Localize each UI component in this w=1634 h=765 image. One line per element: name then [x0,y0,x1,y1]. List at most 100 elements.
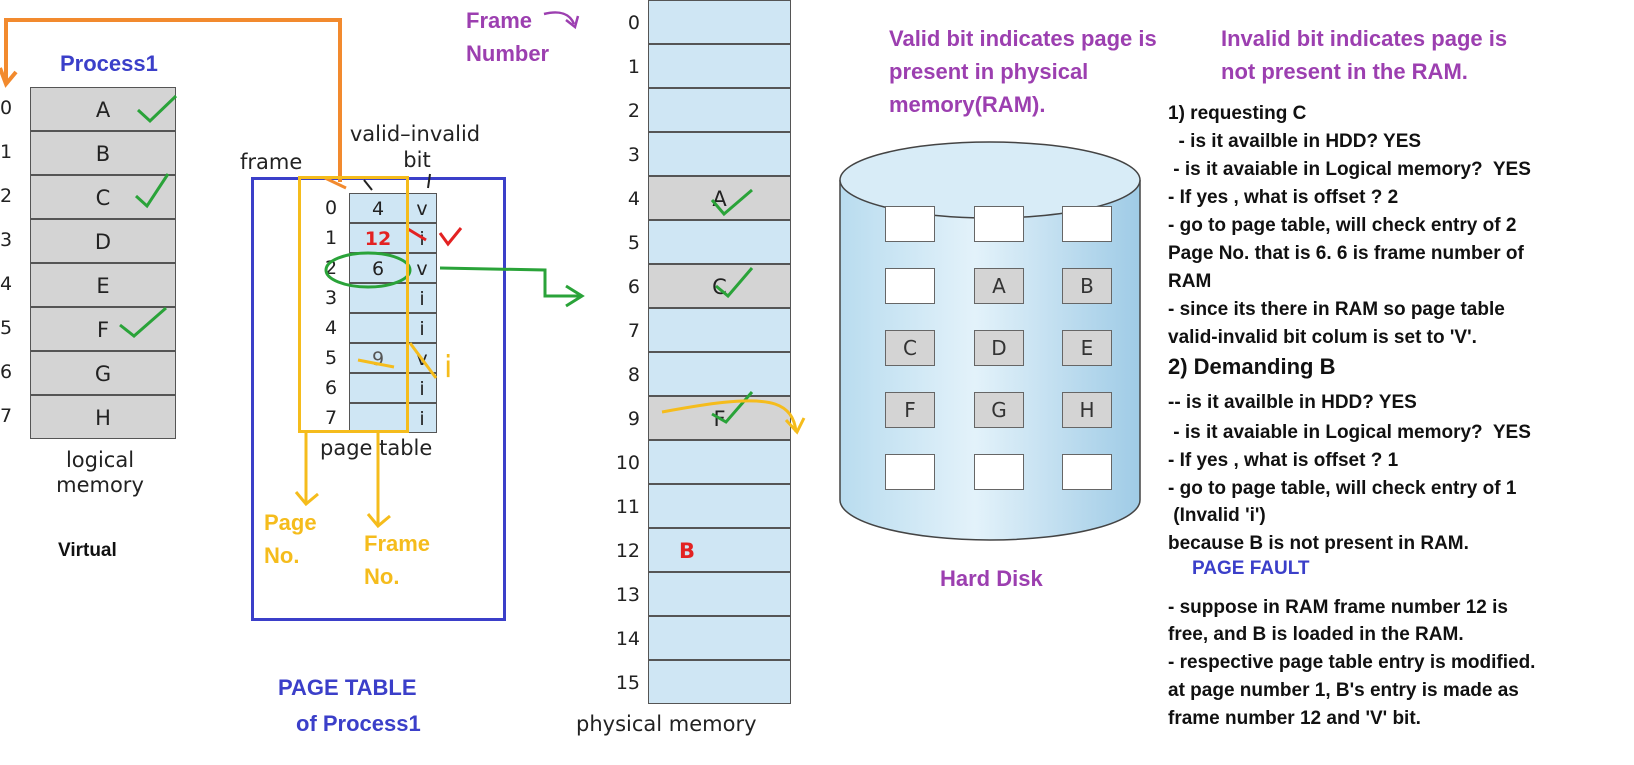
disk-block [885,454,935,490]
note-s2: free, and B is loaded in the RAM. [1168,624,1464,645]
disk-block [974,454,1024,490]
note-b5: - go to page table, will check entry of … [1168,478,1517,499]
note-c6: Page No. that is 6. 6 is frame number of [1168,243,1524,264]
logical-memory-page: F [30,307,176,351]
disk-block: F [885,392,935,428]
physical-frame [648,44,791,88]
page-table-frame-cell: 12 [349,223,407,253]
note-b6: (Invalid 'i') [1168,505,1266,526]
physical-frame-index: 2 [627,100,640,122]
physical-frame [648,572,791,616]
page-table-valid-bit-cell: i [407,313,437,343]
physical-frame-index: 7 [627,320,640,342]
logical-memory-caption: logical memory [56,448,144,497]
logical-memory-index: 1 [0,141,13,163]
note-c7: RAM [1168,271,1212,292]
note-b7: because B is not present in RAM. [1168,533,1469,554]
logical-memory-page: D [30,219,176,263]
page-table-valid-bit-cell: i [407,373,437,403]
process-title: Process1 [60,51,158,76]
physical-frame-index: 10 [615,452,640,474]
logical-memory-index: 5 [0,317,13,339]
note-c8: - since its there in RAM so page table [1168,299,1505,320]
note-s1: - suppose in RAM frame number 12 is [1168,597,1508,618]
physical-frame-index: 3 [627,144,640,166]
logical-memory-page: B [30,131,176,175]
physical-frame-index: 15 [615,672,640,694]
physical-frame [648,352,791,396]
note-c5: - go to page table, will check entry of … [1168,215,1517,236]
page-table-index: 5 [324,347,338,369]
page-table-index: 7 [324,407,338,429]
note-s4: at page number 1, B's entry is made as [1168,680,1519,701]
disk-block: G [974,392,1024,428]
logical-memory-page: A [30,87,176,131]
physical-frame-index: 1 [627,56,640,78]
disk-block [885,268,935,304]
physical-frame: B [648,528,791,572]
disk-block [885,206,935,242]
disk-block [974,206,1024,242]
page-table-valid-bit-cell: i [407,223,437,253]
virtual-label: Virtual [58,540,117,561]
page-table-index: 3 [324,287,338,309]
physical-frame-index: 4 [627,188,640,210]
physical-frame-index: 8 [627,364,640,386]
physical-frame [648,132,791,176]
physical-frame [648,484,791,528]
physical-frame-index: 9 [627,408,640,430]
page-table-frame-cell: 4 [349,193,407,223]
physical-frame-index: 13 [615,584,640,606]
logical-memory-page: E [30,263,176,307]
disk-block [1062,206,1112,242]
valid-bit-text: Valid bit indicates page is present in p… [889,26,1157,117]
physical-frame [648,220,791,264]
page-no-label: Page No. [264,510,317,568]
disk-block: H [1062,392,1112,428]
note-b2: -- is it availble in HDD? YES [1168,392,1417,413]
page-table-index: 4 [324,317,338,339]
physical-frame-index: 6 [627,276,640,298]
note-b1: 2) Demanding B [1168,354,1336,379]
physical-frame [648,440,791,484]
physical-frame-index: 14 [615,628,640,650]
page-table-caption: page table [320,436,433,460]
note-b4: - If yes , what is offset ? 1 [1168,450,1399,471]
physical-frame-index: 11 [615,496,640,518]
disk-block [1062,454,1112,490]
disk-block: A [974,268,1024,304]
note-c4: - If yes , what is offset ? 2 [1168,187,1399,208]
physical-frame [648,88,791,132]
page-table-valid-bit-cell: v [407,343,437,373]
frame-header: frame [240,150,303,174]
orange-link-arrowhead [0,67,18,88]
page-table-title: PAGE TABLE of Process1 [278,675,421,736]
physical-frame-index: 0 [627,12,640,34]
note-c1: 1) requesting C [1168,103,1307,124]
logical-memory-index: 2 [0,185,13,207]
logical-memory-index: 7 [0,405,13,427]
page-table-index: 6 [324,377,338,399]
physical-frame: C [648,264,791,308]
logical-memory-page: G [30,351,176,395]
physical-frame-index: 5 [627,232,640,254]
page-table-valid-bit-cell: v [407,193,437,223]
physical-frame [648,308,791,352]
page-table-valid-bit-cell: v [407,253,437,283]
note-b3: - is it avaiable in Logical memory? YES [1168,422,1531,443]
hard-disk-label: Hard Disk [940,566,1043,591]
page-table-valid-bit-cell: i [407,403,437,433]
frame-number-label: Frame Number [466,8,550,66]
note-s3: - respective page table entry is modifie… [1168,652,1536,673]
logical-memory-index: 6 [0,361,13,383]
page-table-index: 1 [324,227,338,249]
page-table-frame-cell [349,373,407,403]
page-table-index: 0 [324,197,338,219]
page-table-yellow-outline [298,176,409,433]
logical-memory-index: 0 [0,97,13,119]
disk-block: B [1062,268,1112,304]
physical-frame [648,660,791,704]
disk-block: D [974,330,1024,366]
physical-memory-caption: physical memory [576,712,757,736]
